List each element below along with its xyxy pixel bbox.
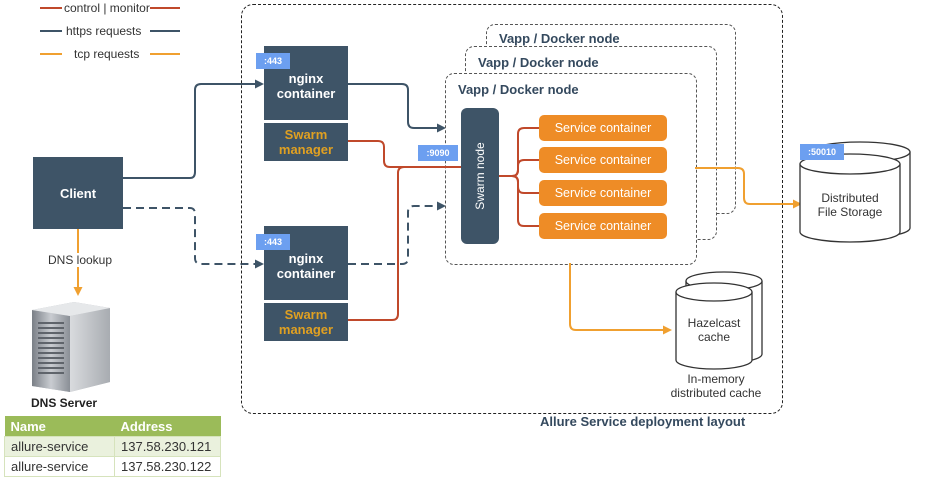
port-badge-9090: :9090 (418, 145, 458, 161)
client-node: Client (33, 157, 123, 229)
nginx-container-2-label: nginx container (276, 251, 336, 281)
service-container-4: Service container (539, 213, 667, 239)
nginx-container-2: nginx container (264, 226, 348, 300)
client-to-nginx1-line (123, 79, 264, 179)
legend-control-label: control | monitor (64, 1, 150, 15)
swarm-to-service4-line-front (511, 175, 539, 227)
vapp-node-back-title: Vapp / Docker node (499, 31, 620, 46)
cache-caption: In-memory distributed cache (670, 372, 762, 400)
vapp-to-cache-line (569, 263, 672, 335)
dns-server-icon (32, 302, 110, 392)
swarm-node: Swarm node (461, 108, 499, 244)
layout-caption: Allure Service deployment layout (540, 414, 746, 429)
dns-server-label: DNS Server (31, 396, 98, 410)
legend-https-label: https requests (66, 24, 142, 38)
service-container-3: Service container (539, 180, 667, 206)
port-badge-50010: :50010 (800, 144, 844, 160)
swarm-manager-1: Swarm manager (264, 123, 348, 161)
dns-table: Name Address allure-service 137.58.230.1… (4, 416, 221, 477)
swarm-node-label: Swarm node (473, 142, 487, 210)
dns-table-header-row: Name Address (4, 416, 221, 437)
port-badge-443-1: :443 (256, 53, 290, 69)
nginx1-to-swarm-line (348, 83, 446, 133)
vapp-node-front-title: Vapp / Docker node (458, 82, 579, 97)
dns-table-header-name: Name (4, 416, 115, 437)
client-to-nginx2-line (123, 207, 264, 269)
dns-table-row: allure-service 137.58.230.121 (4, 436, 221, 457)
service-container-1: Service container (539, 115, 667, 141)
storage-label: Distributed File Storage (817, 191, 883, 219)
legend-tcp-label: tcp requests (74, 47, 140, 61)
dns-table-header-address: Address (114, 416, 221, 437)
cache-cylinder-icon (675, 271, 763, 370)
manager2-control-line (348, 166, 461, 321)
dns-table-cell-name: allure-service (4, 456, 115, 477)
swarm-manager-2: Swarm manager (264, 303, 348, 341)
service-container-2: Service container (539, 147, 667, 173)
swarm-manager-1-label: Swarm manager (278, 127, 334, 157)
dns-table-row: allure-service 137.58.230.122 (4, 456, 221, 477)
vapp-node-middle-title: Vapp / Docker node (478, 55, 599, 70)
dns-lookup-label: DNS lookup (46, 253, 115, 267)
manager1-control-line (348, 140, 461, 168)
nginx2-to-swarm-line (348, 201, 446, 265)
swarm-to-service1-line-front (511, 127, 539, 177)
cache-label: Hazelcast cache (687, 316, 741, 344)
services-to-storage-line (695, 167, 802, 209)
deployment-frame (241, 4, 783, 414)
dns-table-cell-address: 137.58.230.121 (114, 436, 221, 457)
swarm-to-service2-line-front (511, 159, 539, 177)
port-badge-443-2: :443 (256, 234, 290, 250)
dns-table-cell-address: 137.58.230.122 (114, 456, 221, 477)
swarm-manager-2-label: Swarm manager (278, 307, 334, 337)
dns-table-cell-name: allure-service (4, 436, 115, 457)
nginx-container-1-label: nginx container (276, 71, 336, 101)
